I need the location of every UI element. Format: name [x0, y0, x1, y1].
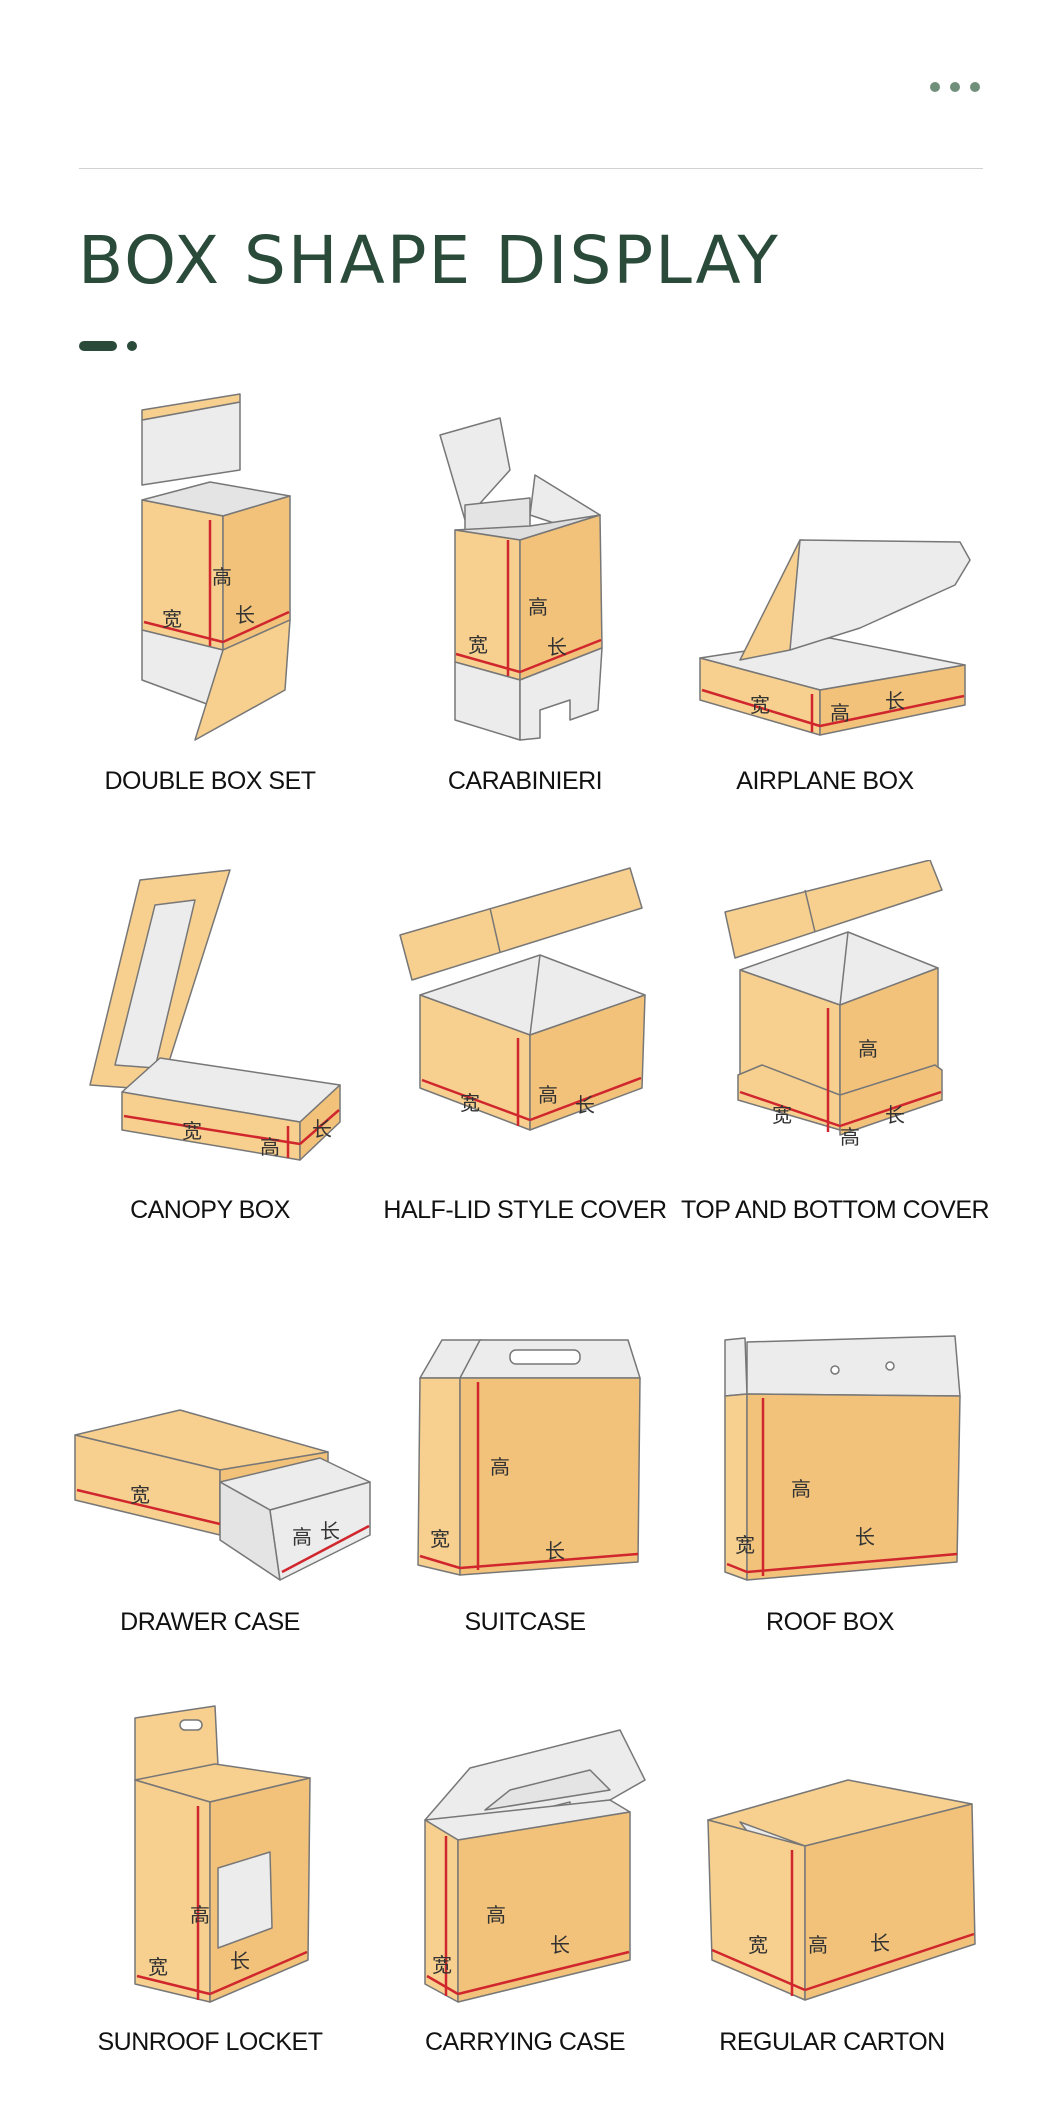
height-mark: 高 [791, 1477, 811, 1501]
width-mark: 宽 [130, 1483, 150, 1507]
box-item-carabinieri: 宽 高 长 [380, 390, 700, 741]
accent-dot [127, 341, 137, 351]
length-mark: 长 [575, 1093, 595, 1117]
width-mark: 宽 [460, 1091, 480, 1115]
roof-box-illustration: 宽 高 长 [724, 1335, 961, 1581]
width-mark: 宽 [148, 1955, 168, 1979]
length-mark: 长 [885, 1103, 905, 1127]
height-mark: 高 [486, 1903, 506, 1927]
height-mark: 高 [490, 1455, 510, 1479]
height-mark: 高 [538, 1083, 558, 1107]
drawer-case-illustration: 宽 高 长 [74, 1409, 371, 1581]
box-item-airplane-box: 宽 高 长 [680, 390, 1000, 736]
height-mark: 高 [260, 1135, 280, 1159]
box-label: SUITCASE [464, 1608, 586, 1636]
sunroof-locket-illustration: 宽 高 长 [134, 1705, 311, 2003]
dot [970, 82, 980, 92]
length-mark: 长 [230, 1949, 250, 1973]
length-mark: 长 [320, 1519, 340, 1543]
accent-bar [79, 341, 117, 351]
box-label: CANOPY BOX [130, 1196, 290, 1224]
height-mark: 高 [292, 1525, 312, 1549]
box-item-top-and-bottom-cover: 高 宽 高 长 [680, 860, 1000, 1160]
width-mark: 宽 [748, 1933, 768, 1957]
box-label: DOUBLE BOX SET [104, 767, 316, 795]
double-box-set-illustration: 宽 高 长 [141, 393, 291, 741]
box-item-roof-box: 宽 高 长 [705, 1330, 1025, 1630]
box-item-canopy-box: 宽 高 长 [80, 860, 400, 1161]
length-mark: 长 [550, 1933, 570, 1957]
carabinieri-illustration: 宽 高 长 [439, 417, 603, 741]
box-label: TOP AND BOTTOM COVER [680, 1196, 990, 1224]
box-label: DRAWER CASE [120, 1608, 300, 1636]
carrying-case-illustration: 宽 高 长 [424, 1729, 646, 2003]
width-mark: 宽 [430, 1527, 450, 1551]
suitcase-illustration: 宽 高 长 [417, 1339, 641, 1576]
regular-carton-illustration: 宽 高 长 [707, 1779, 976, 2001]
airplane-box-illustration: 宽 高 长 [699, 539, 971, 736]
height-mark: 高 [830, 701, 850, 725]
width-mark: 宽 [432, 1953, 452, 1977]
header-divider [79, 168, 983, 169]
height-mark: 高 [840, 1125, 860, 1149]
box-item-regular-carton: 宽 高 长 [700, 1760, 1020, 2060]
box-item-sunroof-locket: 宽 高 长 [110, 1700, 430, 2003]
box-item-double-box-set: 宽 高 长 [80, 390, 400, 741]
canopy-box-illustration: 宽 高 长 [89, 869, 341, 1161]
width-mark: 宽 [182, 1119, 202, 1143]
length-mark: 长 [870, 1931, 890, 1955]
box-item-drawer-case: 宽 高 长 [70, 1330, 390, 1630]
length-mark: 长 [545, 1539, 565, 1563]
half-lid-style-cover-illustration: 宽 高 长 [399, 867, 646, 1131]
dot [950, 82, 960, 92]
page-title: BOX SHAPE DISPLAY [78, 222, 780, 299]
title-accent [79, 341, 137, 351]
box-item-carrying-case: 宽 高 长 [410, 1700, 730, 2003]
height-mark: 高 [528, 595, 548, 619]
width-mark: 宽 [735, 1533, 755, 1557]
width-mark: 宽 [468, 633, 488, 657]
box-label: CARRYING CASE [424, 2028, 626, 2056]
width-mark: 宽 [162, 607, 182, 631]
dot [930, 82, 940, 92]
length-mark: 长 [312, 1117, 332, 1141]
length-mark: 长 [547, 635, 567, 659]
length-mark: 长 [235, 603, 255, 627]
box-label: AIRPLANE BOX [736, 767, 914, 795]
box-label: SUNROOF LOCKET [97, 2028, 323, 2056]
top-and-bottom-cover-illustration: 高 宽 高 长 [724, 860, 943, 1149]
box-label: REGULAR CARTON [719, 2028, 945, 2056]
height-mark: 高 [212, 565, 232, 589]
more-menu-icon[interactable] [930, 82, 980, 92]
box-label: ROOF BOX [766, 1608, 894, 1636]
width-mark: 宽 [750, 693, 770, 717]
box-item-suitcase: 宽 高 长 [400, 1330, 720, 1630]
box-label: HALF-LID STYLE COVER [383, 1196, 667, 1224]
width-mark: 宽 [772, 1103, 792, 1127]
length-mark: 长 [855, 1525, 875, 1549]
height-mark: 高 [190, 1903, 210, 1927]
box-item-half-lid-style-cover: 宽 高 长 [380, 860, 700, 1160]
length-mark: 长 [885, 689, 905, 713]
box-label: CARABINIERI [447, 767, 603, 795]
height-mark: 高 [858, 1037, 878, 1061]
height-mark: 高 [808, 1933, 828, 1957]
